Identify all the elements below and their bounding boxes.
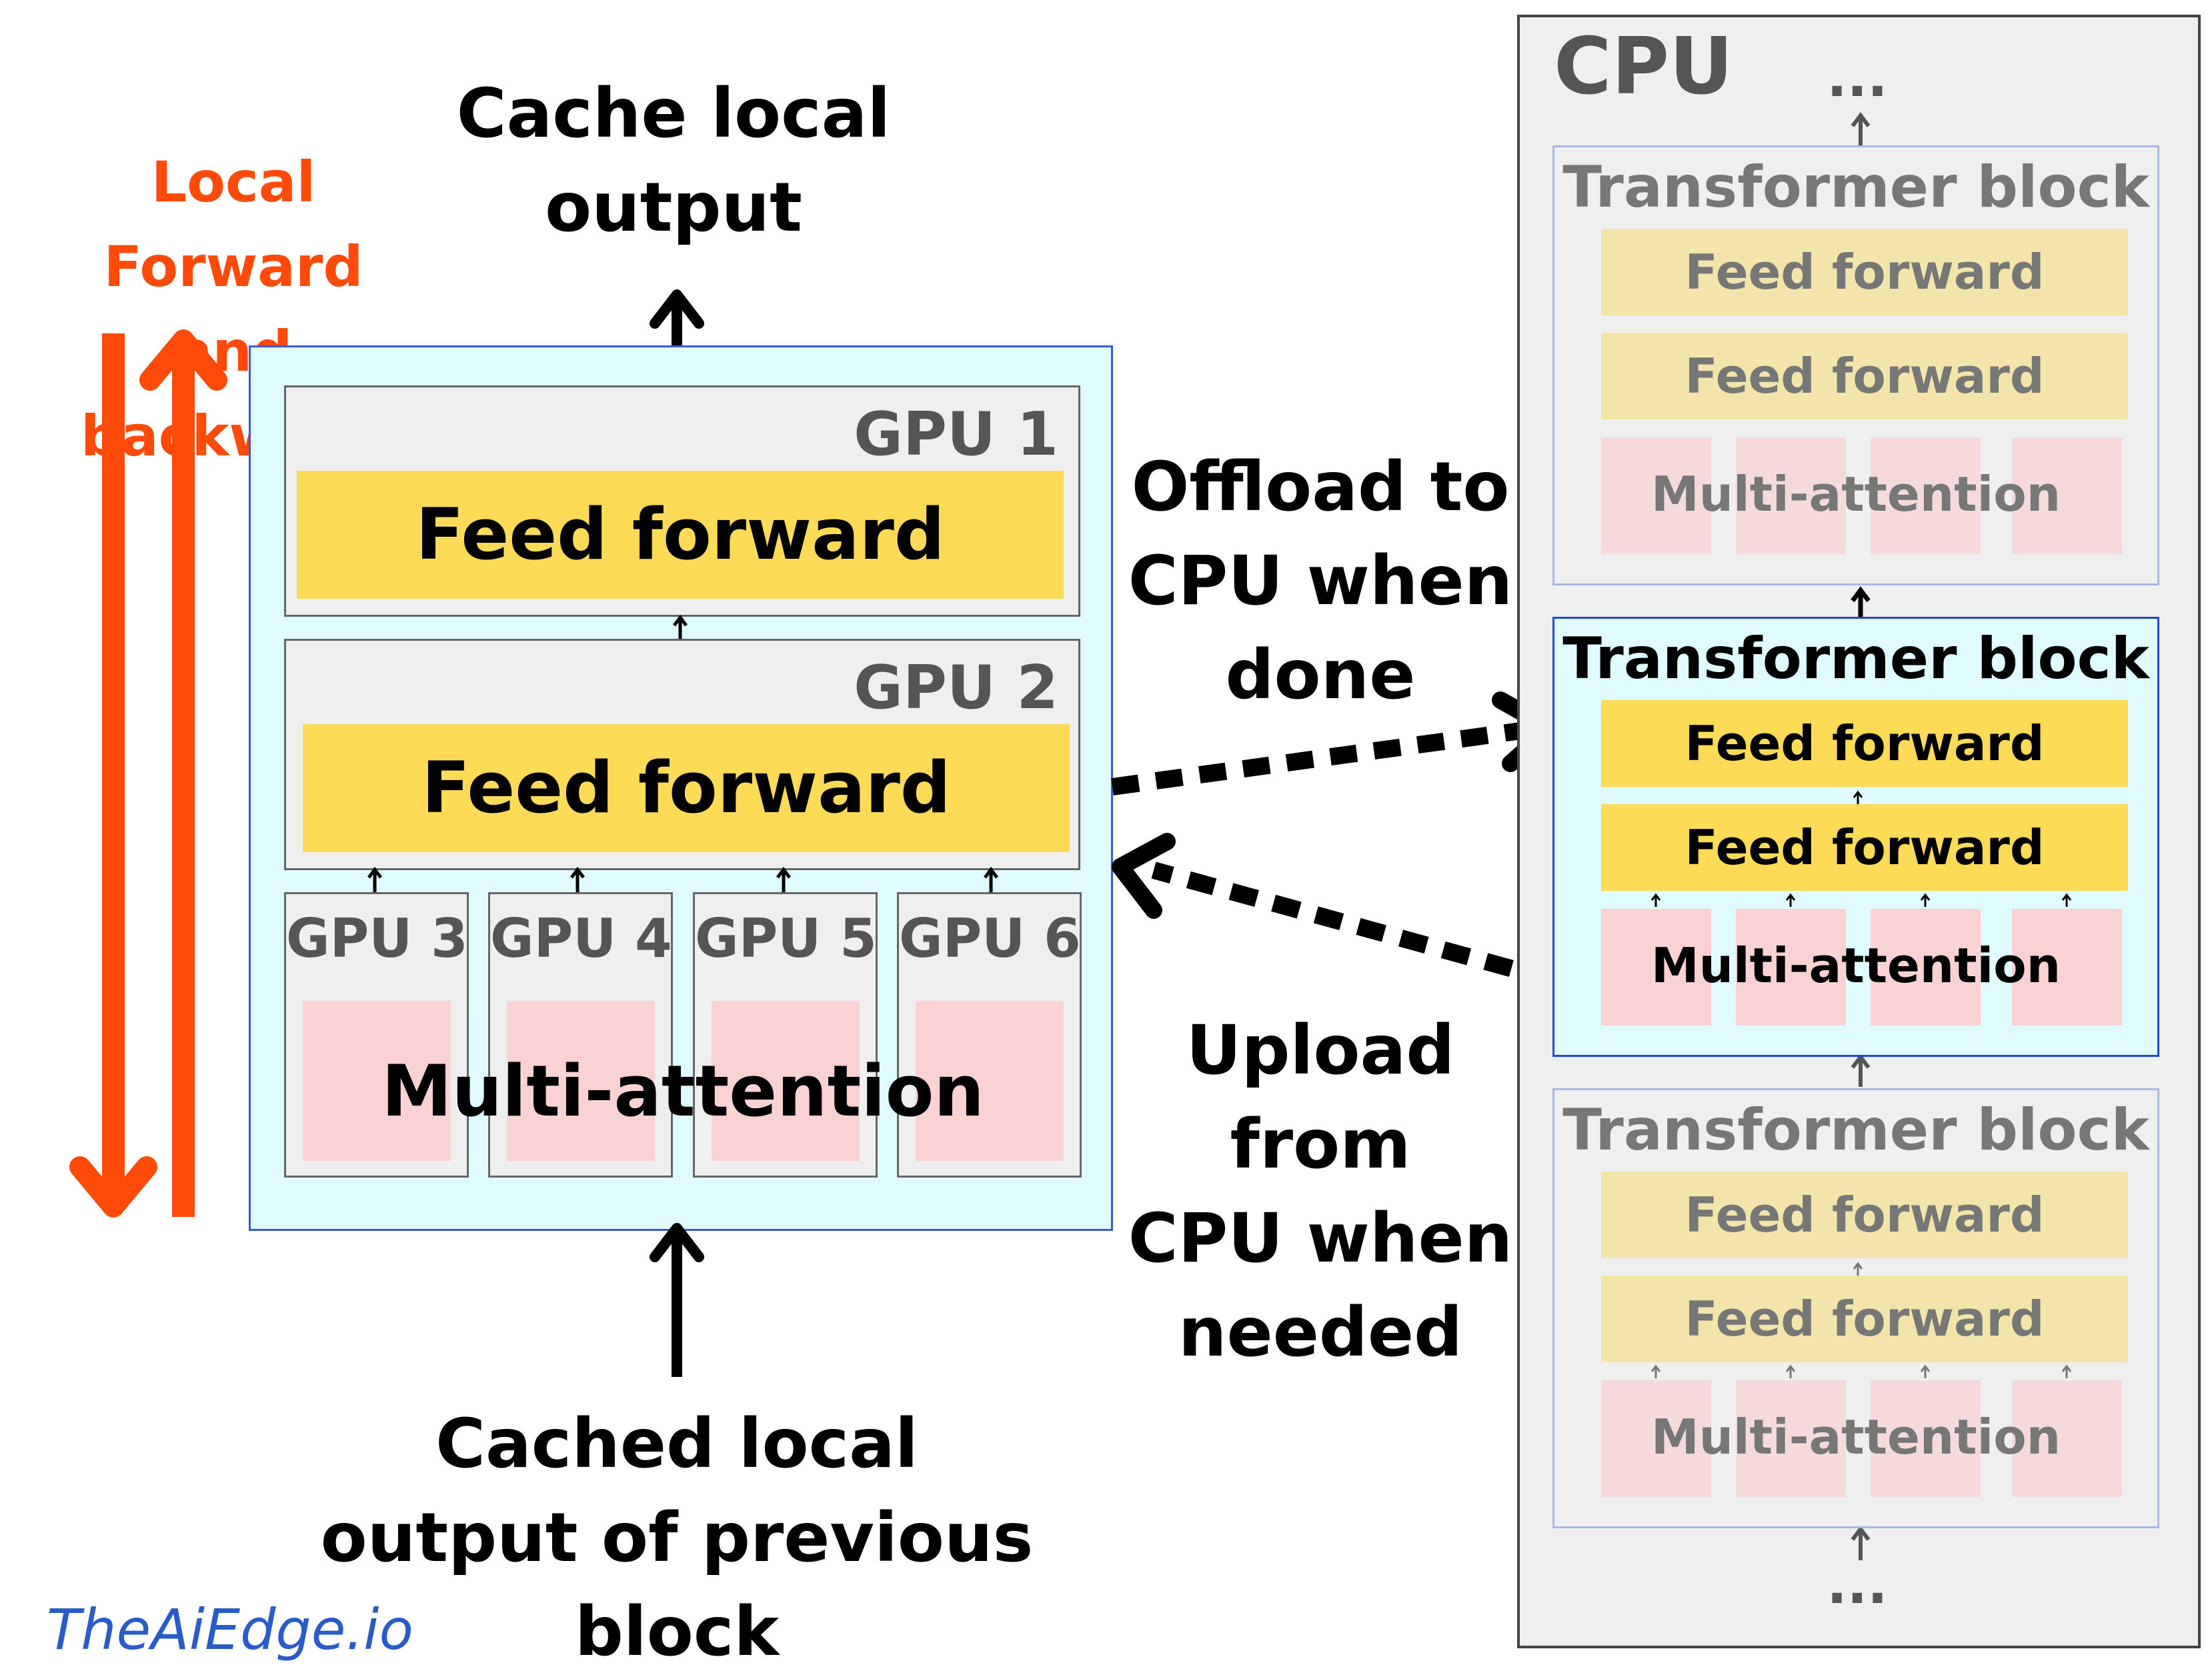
gpu-6-attention-block	[916, 1001, 1064, 1161]
offload-line-3: done	[1225, 635, 1416, 715]
transformer-block-bottom-inner-arrows	[1650, 1262, 2072, 1378]
upload-label: Upload from CPU when needed	[1107, 1004, 1534, 1380]
transformer-block-bottom-attention: Multi-attention	[1651, 1409, 2061, 1465]
side-label-line-1: Local Forward	[103, 149, 363, 299]
cache-label-line-1: Cache local	[456, 74, 891, 153]
offload-line-1: Offload to	[1131, 447, 1510, 527]
transformer-block-bottom: Transformer block Feed forward Feed forw…	[1552, 1088, 2159, 1528]
transformer-block-top: Transformer block Feed forward Feed forw…	[1552, 145, 2159, 585]
gpu-3-box: GPU 3	[284, 892, 469, 1178]
gpu-5-title: GPU 5	[695, 908, 877, 970]
offload-arrow-line	[1111, 722, 1522, 795]
cached-label-line-1: Cached local	[435, 1404, 918, 1484]
cached-label-line-2: output of previous block	[320, 1498, 1034, 1672]
transformer-block-active-attn-4	[2012, 909, 2122, 1026]
transformer-block-top-attn-3	[1871, 437, 1981, 554]
transformer-block-bottom-ff2: Feed forward	[1601, 1276, 2128, 1362]
cache-local-output-label: Cache local output	[373, 67, 974, 255]
gpu-6-box: GPU 6	[897, 892, 1082, 1178]
cached-local-output-label: Cached local output of previous block	[220, 1397, 1134, 1679]
offload-line-2: CPU when	[1128, 541, 1513, 621]
transformer-block-bottom-title: Transformer block	[1562, 1097, 2149, 1164]
multi-attention-label: Multi-attention	[381, 1050, 984, 1132]
cache-label-line-2: output	[545, 168, 802, 247]
gpu-4-box: GPU 4	[488, 892, 673, 1178]
transformer-block-active-attention: Multi-attention	[1651, 938, 2061, 994]
transformer-block-bottom-attn-2	[1736, 1380, 1846, 1497]
transformer-block-active-ff2: Feed forward	[1601, 804, 2128, 891]
upload-arrow-line	[1151, 862, 1556, 989]
transformer-block-bottom-attn-3	[1871, 1380, 1981, 1497]
upload-line-2: CPU when	[1128, 1199, 1513, 1278]
transformer-block-active-attn-2	[1736, 909, 1846, 1026]
cpu-title: CPU	[1554, 20, 1733, 112]
transformer-block-active-inner-arrows	[1650, 790, 2072, 907]
transformer-block-top-attention: Multi-attention	[1651, 466, 2061, 522]
backward-arrow-head	[69, 1156, 157, 1218]
forward-backward-arrows	[69, 329, 227, 1218]
gpu-1-title: GPU 1	[854, 399, 1058, 469]
cpu-ellipsis-top: ...	[1827, 47, 1888, 109]
gpu-2-box: GPU 2 Feed forward	[284, 639, 1080, 870]
gpu-2-feed-forward: Feed forward	[303, 724, 1070, 852]
cpu-ellipsis-bottom: ...	[1827, 1554, 1888, 1616]
transformer-block-active-attn-1	[1601, 909, 1711, 1026]
gpu-1-box: GPU 1 Feed forward	[284, 385, 1080, 617]
transformer-block-active-title: Transformer block	[1562, 625, 2149, 692]
upload-line-1: Upload from	[1186, 1011, 1455, 1184]
offload-label: Offload to CPU when done	[1107, 440, 1534, 722]
cached-input-arrow	[650, 1223, 704, 1377]
transformer-block-bottom-attn-1	[1601, 1380, 1711, 1497]
forward-arrow-head	[139, 329, 227, 391]
gpu-4-title: GPU 4	[490, 908, 672, 970]
transformer-block-bottom-attn-4	[2012, 1380, 2122, 1497]
transformer-block-top-title: Transformer block	[1562, 154, 2149, 221]
gpu-2-title: GPU 2	[854, 653, 1058, 723]
transformer-block-top-attn-4	[2012, 437, 2122, 554]
transformer-block-active: Transformer block Feed forward Feed forw…	[1552, 617, 2159, 1057]
gpu-5-attention-block	[712, 1001, 860, 1161]
gpu-3-attention-block	[303, 1001, 451, 1161]
transformer-block-active-attn-3	[1871, 909, 1981, 1026]
gpu2-to-gpu1-arrow	[673, 614, 688, 639]
gpu-4-attention-block	[507, 1001, 655, 1161]
transformer-block-top-ff2: Feed forward	[1601, 333, 2128, 419]
gpu-6-title: GPU 6	[899, 908, 1081, 970]
transformer-block-top-attn-1	[1601, 437, 1711, 554]
gpu-5-box: GPU 5	[693, 892, 878, 1178]
transformer-block-top-ff1: Feed forward	[1601, 229, 2128, 315]
gpu-3-title: GPU 3	[286, 908, 468, 970]
offload-upload-arrows	[1111, 691, 1559, 989]
transformer-block-top-attn-2	[1736, 437, 1846, 554]
upload-arrow-head	[1112, 833, 1176, 919]
brand-watermark: TheAiEdge.io	[47, 1597, 413, 1662]
transformer-block-active-ff1: Feed forward	[1601, 700, 2128, 787]
cpu-block-arrows	[1851, 112, 1871, 1560]
upload-line-3: needed	[1178, 1293, 1463, 1372]
transformer-block-bottom-ff1: Feed forward	[1601, 1172, 2128, 1258]
attention-to-gpu2-arrows	[367, 866, 998, 894]
gpu-1-feed-forward: Feed forward	[297, 471, 1064, 599]
